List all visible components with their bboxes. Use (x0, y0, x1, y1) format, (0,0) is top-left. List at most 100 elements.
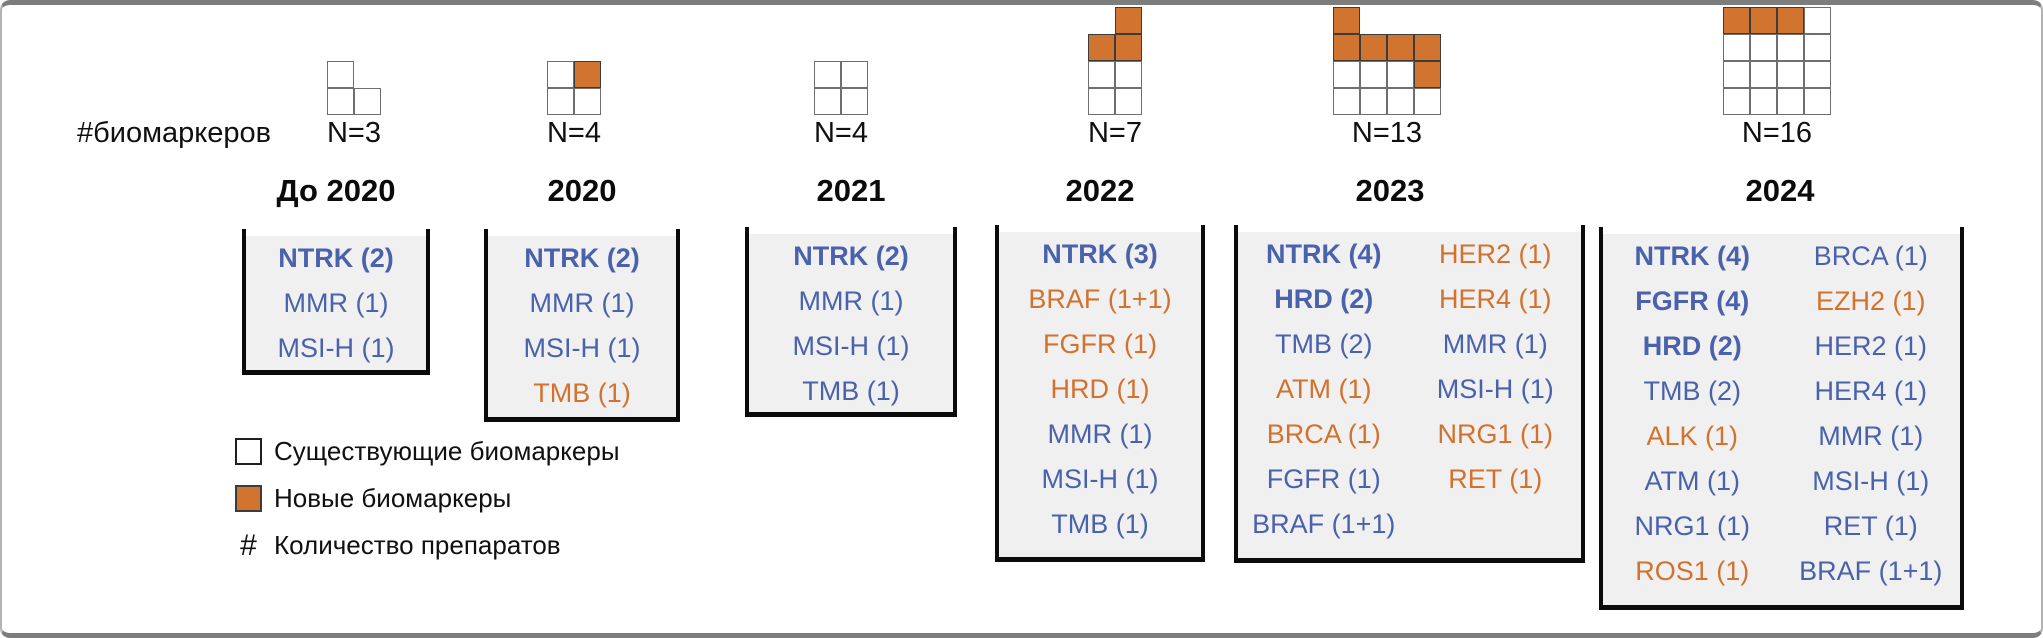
waffle-cell-existing (1387, 61, 1414, 88)
biomarker-entry: MMR (1) (283, 288, 389, 318)
waffle-cell-existing (1387, 88, 1414, 115)
biomarker-entry: ROS1 (1) (1635, 556, 1750, 586)
waffle-cell-existing (1723, 34, 1750, 61)
biomarker-entry: BRAF (1+1) (1799, 556, 1943, 586)
waffle-cell-existing (1777, 34, 1804, 61)
biomarker-list: NTRK (4)HRD (2)TMB (2)ATM (1)BRCA (1)FGF… (1238, 232, 1410, 558)
waffle-cell-existing (547, 88, 574, 115)
biomarker-entry: EZH2 (1) (1815, 286, 1926, 316)
waffle-chart (1088, 7, 1142, 115)
year-heading: 2022 (1065, 173, 1135, 208)
biomarker-entry: HRD (2) (1642, 331, 1742, 361)
waffle-cell-existing (1723, 61, 1750, 88)
waffle-cell-new (1750, 7, 1777, 34)
waffle-row (327, 88, 381, 115)
year-heading: 2023 (1355, 173, 1425, 208)
biomarker-entry: ATM (1) (1276, 374, 1372, 404)
waffle-row (1723, 34, 1831, 61)
biomarker-entry: MMR (1) (1047, 419, 1153, 449)
waffle-row (1088, 61, 1142, 88)
waffle-cell-existing (1750, 88, 1777, 115)
waffle-cell-existing (1088, 88, 1115, 115)
hash-symbol-icon: # (240, 528, 257, 562)
biomarker-box: NTRK (2)MMR (1)MSI-H (1)TMB (1) (484, 229, 680, 422)
year-heading: 2020 (547, 173, 617, 208)
biomarker-entry: TMB (2) (1275, 329, 1373, 359)
biomarker-entry: ALK (1) (1646, 421, 1739, 451)
waffle-cell-existing (1723, 88, 1750, 115)
waffle-row (1333, 88, 1441, 115)
legend-row-drug-count: # Количество препаратов (235, 528, 620, 562)
waffle-cell-existing (1333, 88, 1360, 115)
biomarker-entry: TMB (2) (1643, 376, 1742, 406)
waffle-row (547, 61, 601, 88)
waffle-cell-existing (1088, 61, 1115, 88)
waffle-cell-existing (1750, 34, 1777, 61)
waffle-cell-new (574, 61, 601, 88)
biomarker-entry: NTRK (4) (1266, 239, 1382, 269)
waffle-cell-existing (841, 61, 868, 88)
waffle-cell-new (1360, 34, 1387, 61)
biomarker-entry: ATM (1) (1644, 466, 1741, 496)
n-count-label: N=13 (1351, 117, 1423, 149)
waffle-cell-existing (327, 88, 354, 115)
waffle-cell-existing (327, 61, 354, 88)
waffle-cell-existing (1777, 88, 1804, 115)
new-biomarker-swatch-icon (235, 485, 262, 512)
biomarker-entry: MSI-H (1) (792, 331, 910, 361)
legend-label-drug-count: Количество препаратов (274, 530, 561, 560)
biomarker-entry: RET (1) (1448, 464, 1543, 494)
biomarker-entry: HER2 (1) (1438, 239, 1552, 269)
waffle-cell-existing (814, 88, 841, 115)
waffle-row (1333, 7, 1441, 34)
waffle-cell-existing (1804, 61, 1831, 88)
waffle-cell-existing (1115, 61, 1142, 88)
biomarker-entry: MMR (1) (798, 286, 904, 316)
biomarker-entry: MSI-H (1) (1436, 374, 1554, 404)
biomarkers-axis-label: #биомаркеров (77, 117, 272, 149)
biomarker-entry: FGFR (1) (1043, 329, 1157, 359)
biomarker-box: NTRK (4) FGFR (4) HRD (2) TMB (2) ALK (1) ATM… (1599, 227, 1964, 610)
waffle-row (327, 61, 381, 88)
waffle-cell-existing (1804, 7, 1831, 34)
biomarker-box: NTRK (2)MMR (1)MSI-H (1)TMB (1) (745, 227, 957, 417)
biomarker-list: NTRK (2)MMR (1)MSI-H (1)TMB (1) (488, 236, 676, 417)
biomarker-entry: RET (1) (1823, 511, 1918, 541)
waffle-chart (1723, 7, 1831, 115)
biomarker-entry: HER2 (1) (1814, 331, 1928, 361)
waffle-row (1723, 7, 1831, 34)
biomarker-entry: FGFR (4) (1635, 286, 1750, 316)
biomarker-entry: HER4 (1) (1438, 284, 1552, 314)
legend-row-new: Новые биомаркеры (235, 483, 620, 514)
n-count-label: N=7 (1087, 117, 1142, 149)
waffle-row (1088, 88, 1142, 115)
biomarker-list: NTRK (4) FGFR (4) HRD (2) TMB (2) ALK (1) ATM… (1603, 234, 1782, 605)
biomarker-box: NTRK (3)BRAF (1+1)FGFR (1)HRD (1)MMR (1)… (995, 225, 1205, 562)
waffle-row (1723, 88, 1831, 115)
biomarker-entry: MSI-H (1) (523, 333, 641, 363)
biomarker-box: NTRK (2)MMR (1)MSI-H (1) (242, 229, 430, 375)
biomarker-entry: NTRK (4) (1634, 241, 1751, 271)
waffle-chart (547, 61, 601, 115)
biomarker-entry: MMR (1) (1818, 421, 1924, 451)
biomarker-list: NTRK (2)MMR (1)MSI-H (1)TMB (1) (749, 234, 953, 412)
biomarker-entry: BRAF (1+1) (1252, 509, 1396, 539)
waffle-row (1088, 34, 1142, 61)
waffle-cell-existing (354, 88, 381, 115)
biomarker-box: NTRK (4)HRD (2)TMB (2)ATM (1)BRCA (1)FGF… (1234, 225, 1585, 563)
waffle-cell-new (1777, 7, 1804, 34)
waffle-cell-existing (547, 61, 574, 88)
waffle-cell-existing (1804, 34, 1831, 61)
biomarker-entry: FGFR (1) (1266, 464, 1381, 494)
n-count-label: N=4 (546, 117, 601, 149)
waffle-cell-new (1387, 34, 1414, 61)
biomarker-entry: BRCA (1) (1813, 241, 1928, 271)
biomarker-entry: MSI-H (1) (1041, 464, 1159, 494)
waffle-cell-existing (841, 88, 868, 115)
biomarker-entry: NRG1 (1) (1437, 419, 1553, 449)
waffle-row (1333, 34, 1441, 61)
biomarker-entry: MSI-H (1) (277, 333, 395, 363)
waffle-chart (1333, 7, 1441, 115)
biomarker-entry: BRAF (1+1) (1028, 284, 1172, 314)
